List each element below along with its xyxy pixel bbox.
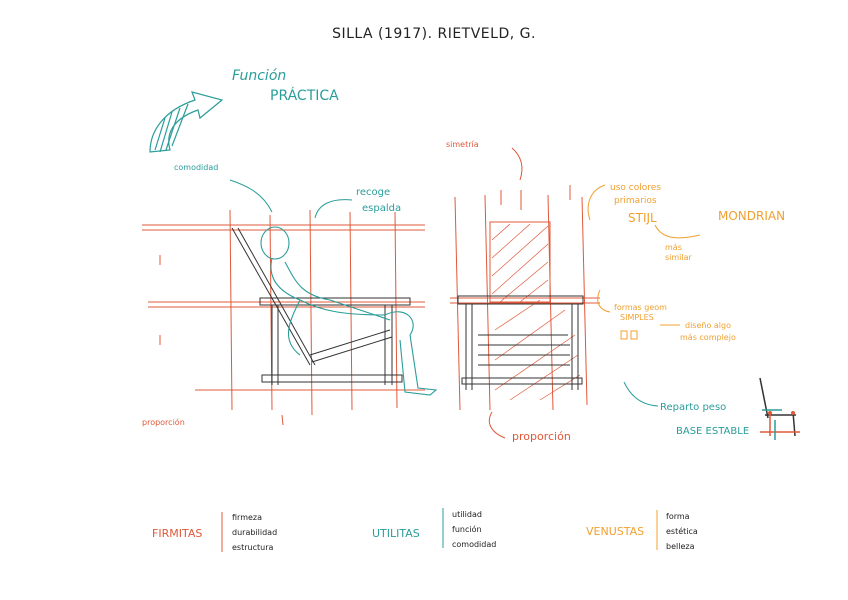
diseno-label-1: diseño algo (685, 321, 731, 330)
curved-arrow-icon (149, 91, 224, 153)
legend-utilitas-item-1: utilidad (452, 510, 482, 519)
chair-icon (759, 377, 800, 440)
legend-firmitas-item-2: durabilidad (232, 528, 277, 537)
simetria-label: simetría (446, 140, 479, 149)
formas-label-2: SIMPLES (620, 313, 654, 322)
stijl-label: STIJL (628, 211, 657, 225)
right-chair-hatching (491, 223, 581, 401)
comodidad-label: comodidad (174, 163, 218, 172)
legend-utilitas: UTILITAS utilidad función comodidad (372, 508, 496, 549)
recoge-arrow (314, 199, 353, 219)
legend-utilitas-item-2: función (452, 524, 482, 534)
espalda-label: espalda (362, 203, 401, 214)
proporcion-left-label: proporción (142, 417, 185, 427)
left-chair-side-view (231, 227, 411, 385)
diseno-label-2: más complejo (680, 333, 736, 342)
reparto-label: Reparto peso (660, 402, 726, 413)
legend-venustas-item-2: estética (666, 526, 698, 536)
reparto-arrow (623, 381, 659, 407)
legend-utilitas-label: UTILITAS (372, 527, 420, 540)
orange-arrows (587, 184, 701, 340)
mondrian-label: MONDRIAN (718, 209, 785, 223)
page-title: SILLA (1917). RIETVELD, G. (332, 26, 536, 42)
seated-figure (260, 226, 438, 396)
funcion-label: Función (232, 68, 286, 84)
legend-venustas: VENUSTAS forma estética belleza (586, 510, 698, 551)
legend-firmitas-label: FIRMITAS (152, 527, 202, 540)
legend-venustas-label: VENUSTAS (586, 525, 644, 538)
right-chair-front-view (457, 295, 584, 390)
base-label: BASE ESTABLE (676, 426, 749, 437)
proporcion-arrow (488, 411, 506, 439)
comodidad-arrow (229, 179, 273, 213)
legend-venustas-item-1: forma (666, 512, 690, 521)
mas-label-1: más (665, 243, 682, 252)
mas-label-2: similar (665, 253, 693, 262)
legend-firmitas-item-1: firmeza (232, 513, 262, 522)
legend-venustas-item-3: belleza (666, 542, 695, 551)
recoge-label: recoge (356, 187, 390, 198)
practica-label: PRÁCTICA (270, 87, 339, 104)
legend-firmitas: FIRMITAS firmeza durabilidad estructura (152, 512, 277, 552)
simetria-arrow (511, 147, 523, 181)
proporcion-bottom-label: proporción (512, 430, 571, 443)
legend-firmitas-item-3: estructura (232, 543, 273, 552)
formas-label-1: formas geom (614, 303, 667, 312)
colores-label-2: primarios (614, 196, 657, 206)
colores-label-1: uso colores (610, 183, 661, 193)
legend-utilitas-item-3: comodidad (452, 540, 496, 549)
